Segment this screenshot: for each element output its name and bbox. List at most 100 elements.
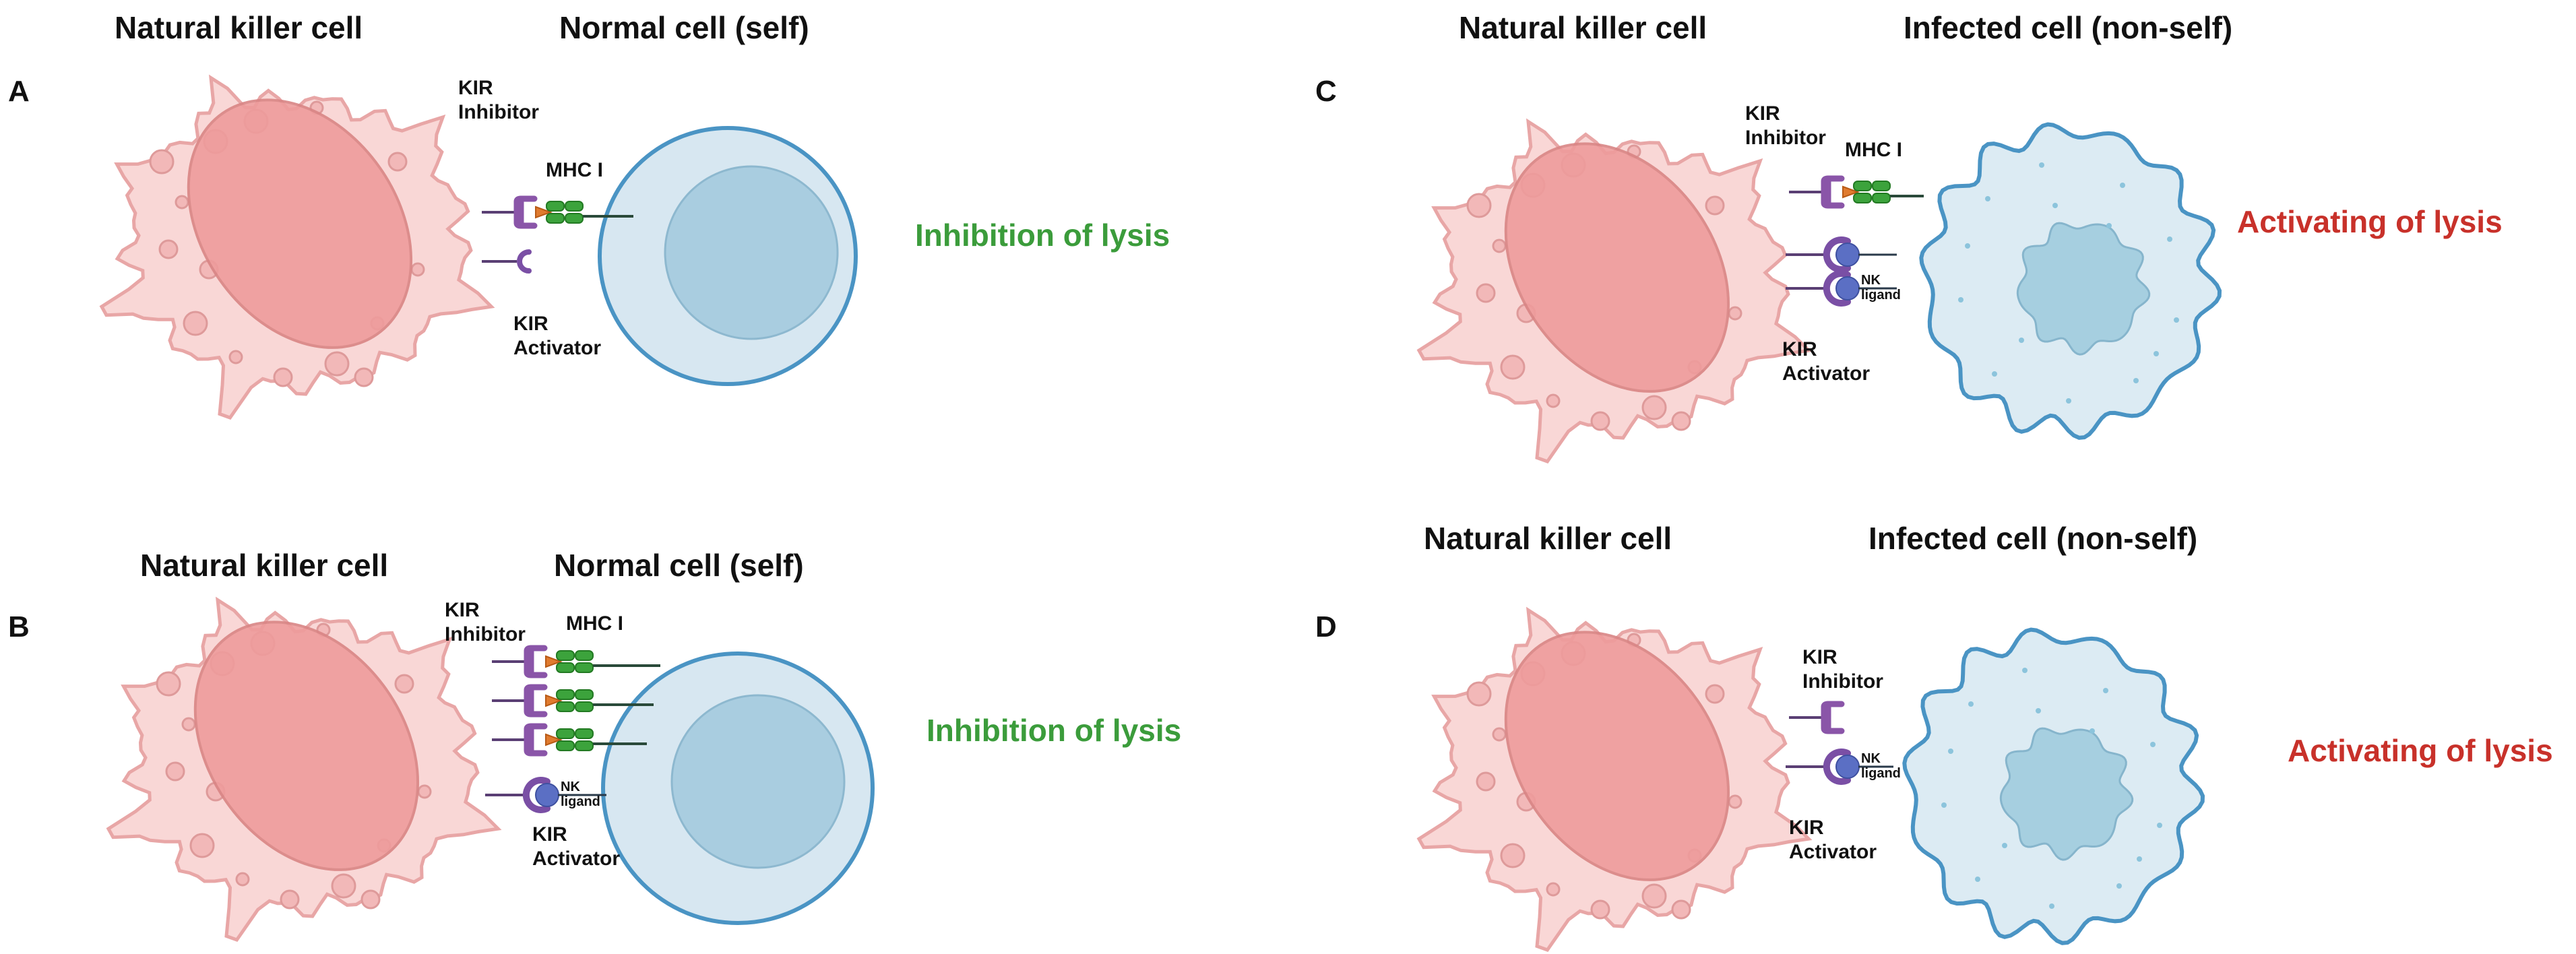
particle-dot — [2174, 317, 2179, 323]
nk-granule — [273, 367, 293, 387]
mhc-domain — [565, 201, 584, 212]
normal-cell — [601, 651, 875, 925]
nk-ligand-label: NK ligand — [1861, 751, 1901, 781]
mhc-domain — [575, 740, 594, 751]
kir-inhibitor-label-line2: Inhibitor — [1802, 670, 1883, 693]
infected-cell — [1919, 122, 2222, 440]
panel-a: A Natural killer cell Normal cell (self)… — [8, 10, 1170, 420]
nk-granule — [410, 262, 425, 277]
particle-dot — [2002, 843, 2007, 848]
receptor-activator-bound: NK ligand — [1786, 749, 1901, 785]
mhc-domain — [1872, 193, 1891, 203]
peptide — [545, 694, 563, 707]
nk-granule — [280, 889, 300, 910]
panel-letter: C — [1315, 75, 1337, 108]
kir-inhibitor-receptor — [524, 684, 548, 718]
panel-letter: B — [8, 610, 30, 643]
kir-activator-receptor — [1823, 270, 1851, 307]
mhc-domain — [575, 701, 594, 712]
nk-ligand-label: NK ligand — [1861, 273, 1901, 303]
infected-cell-nucleus — [1999, 727, 2134, 861]
nk-cell-nucleus — [193, 621, 420, 871]
particle-dot — [2103, 688, 2108, 693]
kir-activator-label: KIR Activator — [532, 823, 620, 870]
particle-dot — [2154, 351, 2159, 356]
peptide — [535, 205, 553, 219]
nk-granule — [1476, 771, 1496, 792]
nk-granule — [228, 350, 243, 364]
panel-letter: A — [8, 75, 30, 108]
infected-cell-particles — [1958, 162, 2179, 404]
mhc-domain — [546, 213, 565, 224]
kir-activator-label-line1: KIR — [513, 313, 548, 335]
panel-letter: D — [1315, 610, 1337, 643]
particle-dot — [2167, 236, 2172, 242]
nk-granule — [360, 889, 381, 910]
nk-granule — [1590, 411, 1610, 431]
kir-inhibitor-receptor — [513, 195, 538, 229]
peptide — [545, 733, 563, 746]
target-cell-title: Infected cell (non-self) — [1868, 521, 2197, 556]
mhc-domain — [556, 662, 575, 673]
nk-granule — [1500, 843, 1526, 868]
particle-dot — [1968, 701, 1974, 707]
mhc-domain — [556, 650, 575, 661]
mhc-domain — [546, 201, 565, 212]
kir-inhibitor-label-line2: Inhibitor — [445, 623, 526, 645]
nk-granule — [1546, 882, 1561, 897]
outcome-label: Activating of lysis — [2288, 733, 2553, 768]
nk-granule — [1466, 193, 1492, 218]
particle-dot — [1985, 196, 1990, 201]
panel-b: B Natural killer cell Normal cell (self)… — [8, 548, 1181, 943]
kir-inhibitor-label: KIR Inhibitor — [445, 599, 526, 645]
particle-dot — [2036, 708, 2041, 713]
mhc-domain — [565, 213, 584, 224]
particle-dot — [2019, 338, 2024, 343]
nk-cell-nucleus — [1504, 631, 1730, 881]
mhc-label: MHC I — [546, 159, 603, 181]
nk-granule — [156, 671, 181, 697]
mhc-domain — [556, 701, 575, 712]
particle-dot — [2022, 668, 2028, 673]
kir-inhibitor-receptor — [1821, 701, 1845, 734]
mhc-domain — [1872, 181, 1891, 191]
mhc-domain — [575, 650, 594, 661]
kir-activator-label-line1: KIR — [1782, 338, 1817, 360]
nk-ligand — [1835, 243, 1860, 267]
kir-inhibitor-label-line2: Inhibitor — [1745, 127, 1826, 149]
receptor-inhibitor-unbound — [1789, 701, 1845, 734]
nk-ligand — [1835, 276, 1860, 300]
kir-inhibitor-label-line1: KIR — [1745, 102, 1780, 125]
nk-granule — [1492, 238, 1507, 253]
mhc-domain — [575, 689, 594, 700]
kir-activator-label-line2: Activator — [1789, 841, 1877, 863]
nk-granule — [1546, 393, 1561, 408]
outcome-label: Inhibition of lysis — [926, 713, 1181, 748]
nk-granule — [1728, 794, 1742, 809]
mhc-domain — [575, 662, 594, 673]
nk-granule — [1641, 395, 1667, 420]
normal-cell-nucleus — [670, 694, 846, 869]
kir-activator-label-line2: Activator — [1782, 362, 1870, 385]
mhc-molecule — [546, 201, 584, 224]
normal-cell-nucleus — [664, 165, 839, 340]
particle-dot — [1948, 749, 1953, 754]
nk-granule — [235, 872, 250, 887]
particle-dot — [2116, 883, 2122, 889]
mhc-domain — [575, 728, 594, 739]
particle-dot — [1965, 243, 1970, 249]
nk-granule — [189, 833, 215, 858]
kir-inhibitor-label-line1: KIR — [1802, 646, 1837, 668]
particle-dot — [2039, 162, 2044, 168]
mhc-molecule — [556, 650, 594, 673]
nk-cell — [99, 74, 495, 420]
particle-dot — [2066, 398, 2071, 404]
kir-activator-label: KIR Activator — [1789, 817, 1877, 863]
nk-granule — [165, 761, 185, 782]
kir-inhibitor-label-line1: KIR — [445, 599, 480, 621]
nk-granule — [1500, 354, 1526, 380]
kir-inhibitor-receptor — [1821, 175, 1845, 209]
mhc-label: MHC I — [566, 612, 623, 635]
kir-activator-label-line2: Activator — [532, 848, 620, 870]
